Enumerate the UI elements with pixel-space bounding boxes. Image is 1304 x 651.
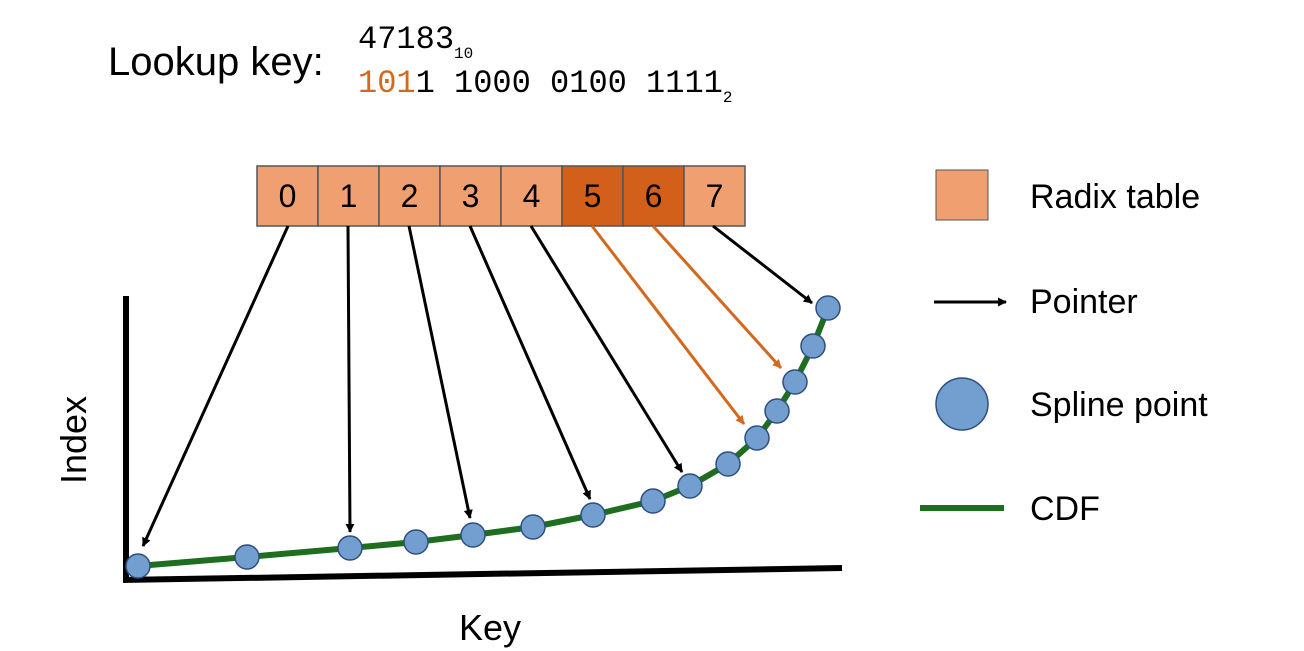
- radix-cell-1: [317, 165, 380, 227]
- spline-point: [403, 529, 429, 555]
- spline-point: [640, 488, 666, 514]
- radix-cell-label-5: 5: [584, 178, 602, 214]
- legend-pointer-label: Pointer: [1030, 283, 1138, 321]
- radix-cell-label-6: 6: [645, 178, 663, 214]
- radix-table: 0 1 2 3 4 5 6 7: [256, 165, 746, 227]
- spline-points: [125, 295, 841, 579]
- lookup-key-label: Lookup key:: [108, 40, 324, 84]
- binary-rest-bits: 1 1000 0100 1111: [416, 65, 723, 102]
- pointer-1: [345, 225, 355, 533]
- radix-cell-0: [256, 165, 319, 227]
- spline-point: [460, 522, 486, 548]
- spline-point: [520, 514, 546, 540]
- spline-point: [125, 553, 151, 579]
- lookup-key-decimal: 4718310: [358, 21, 473, 63]
- spline-point: [337, 535, 363, 561]
- radix-cell-label-2: 2: [401, 178, 419, 214]
- pointer-3: [468, 225, 592, 500]
- spline-point: [744, 425, 770, 451]
- spline-point: [715, 451, 741, 477]
- pointer-arrows: [141, 224, 813, 547]
- decimal-value: 47183: [358, 21, 454, 58]
- radix-cell-label-0: 0: [279, 178, 297, 214]
- y-axis-label: Index: [53, 396, 94, 484]
- legend-radix-swatch: [935, 169, 989, 221]
- spline-point: [800, 333, 826, 359]
- binary-base: 2: [723, 89, 733, 107]
- legend-cdf-label: CDF: [1030, 490, 1100, 528]
- radix-cell-label-3: 3: [462, 178, 480, 214]
- legend-spline-label: Spline point: [1030, 386, 1208, 424]
- pointer-2: [407, 225, 473, 519]
- lookup-key-binary: 1011 1000 0100 11112: [358, 65, 732, 107]
- legend: Radix table Pointer Spline point CDF: [920, 169, 1208, 528]
- spline-point: [764, 398, 790, 424]
- legend-spline-icon: [935, 377, 989, 431]
- pointer-0: [141, 225, 290, 547]
- radix-cell-5: [561, 165, 624, 227]
- x-axis-label: Key: [459, 607, 521, 648]
- binary-highlight-bits: 101: [358, 65, 416, 102]
- spline-point: [677, 473, 703, 499]
- radix-cell-7: [683, 165, 746, 227]
- spline-point: [782, 369, 808, 395]
- pointer-7: [712, 224, 813, 305]
- spline-point: [580, 502, 606, 528]
- x-axis: [122, 565, 843, 583]
- spline-point: [234, 544, 260, 570]
- radix-cell-label-1: 1: [340, 178, 358, 214]
- radix-cell-label-4: 4: [523, 178, 541, 214]
- legend-radix-label: Radix table: [1030, 178, 1200, 216]
- decimal-base: 10: [454, 45, 473, 63]
- pointer-5: [590, 225, 746, 425]
- pointer-4: [529, 225, 684, 473]
- radix-cell-label-7: 7: [706, 178, 724, 214]
- spline-point: [815, 295, 841, 321]
- pointer-6: [651, 224, 783, 370]
